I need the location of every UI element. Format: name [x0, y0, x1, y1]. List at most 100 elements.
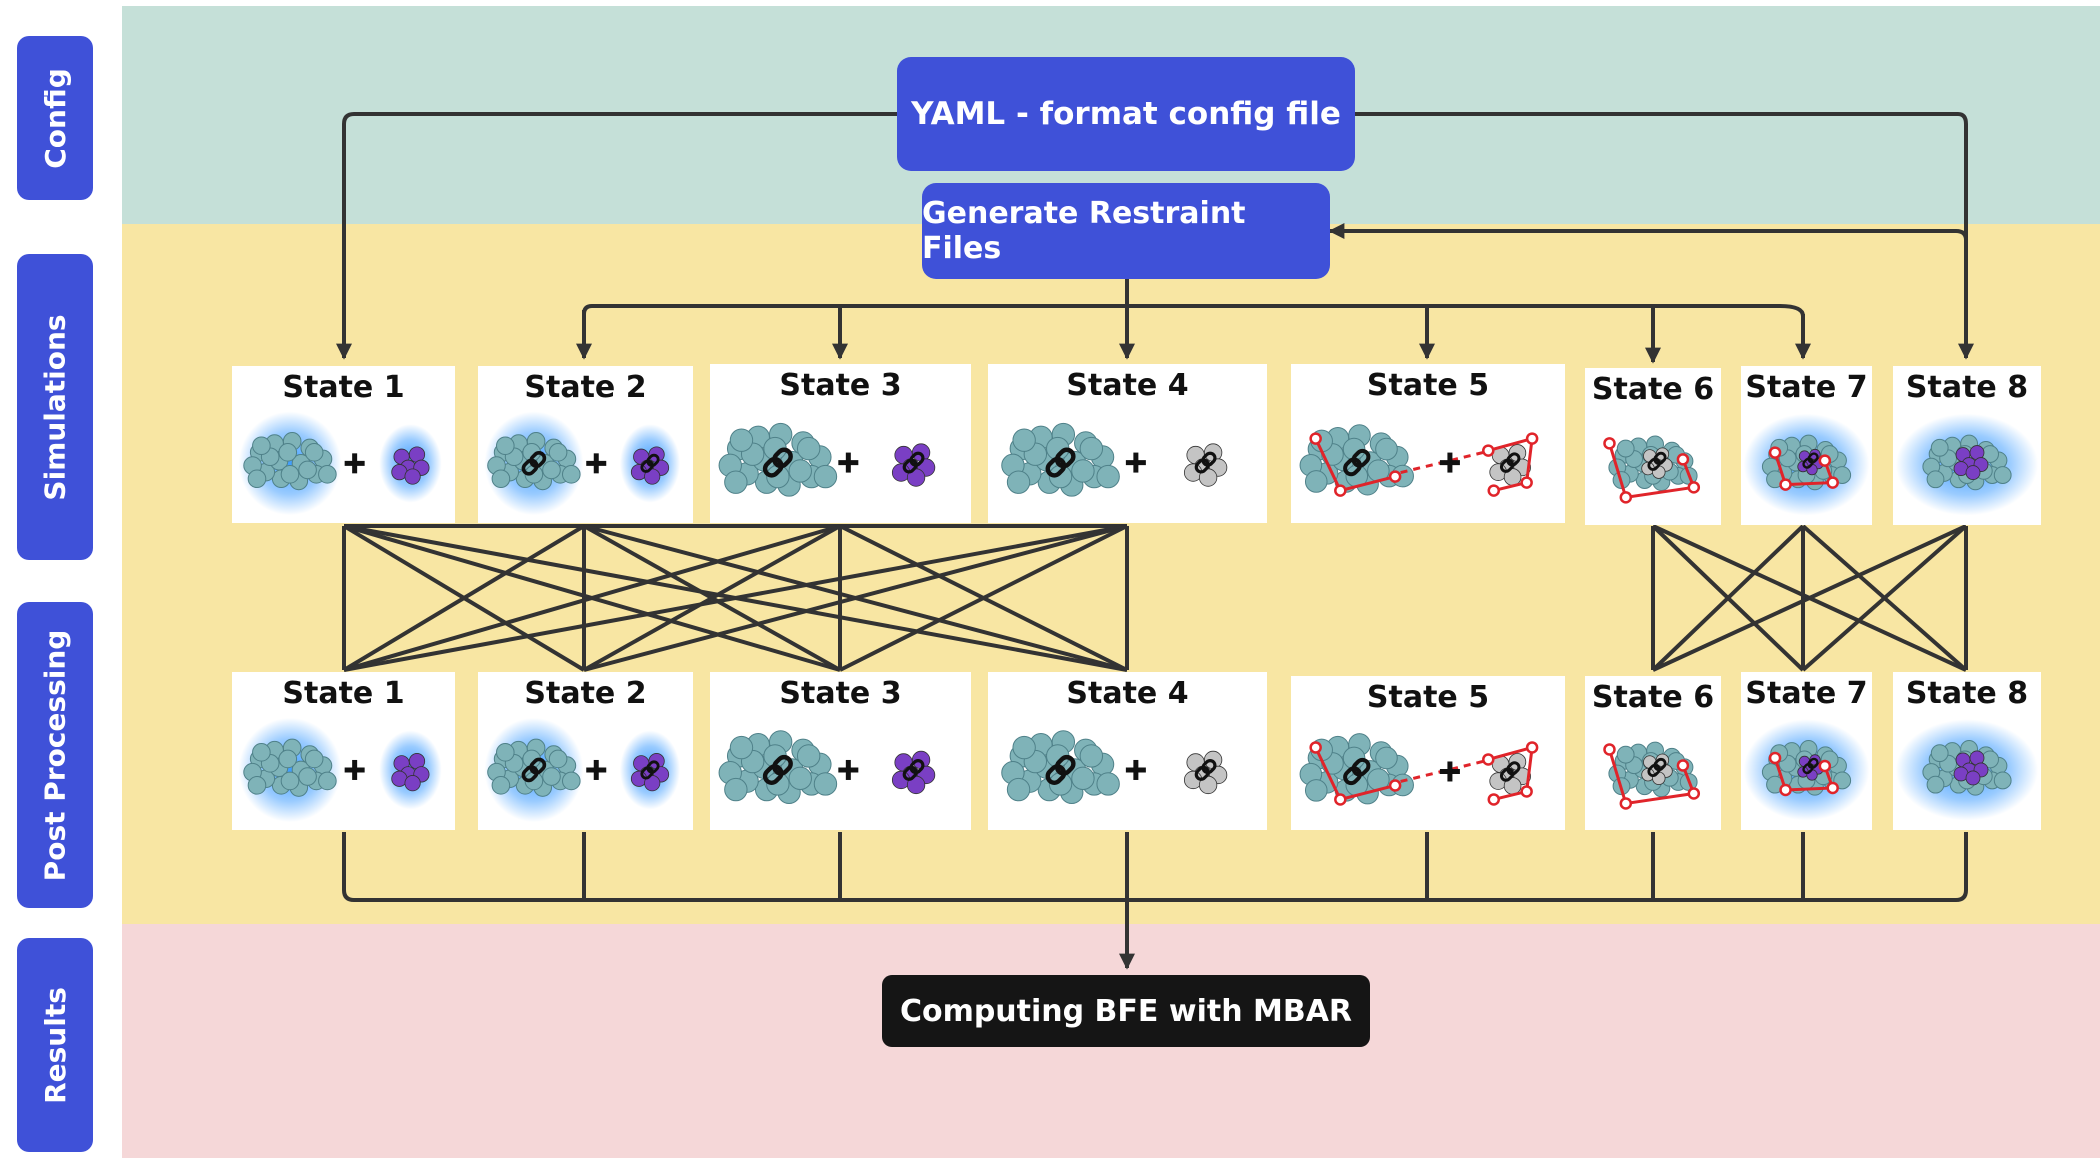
protein-ghost-ligand-restrained-icon	[1001, 422, 1228, 497]
ligand-icon	[1953, 445, 1989, 480]
ligand-icon	[391, 446, 430, 485]
protein-ligand-solvated-restrained-icon	[484, 411, 681, 516]
boresch-restraint-icon	[1309, 432, 1402, 497]
chain-link-icon	[1499, 761, 1521, 782]
chain-link-icon	[640, 453, 660, 473]
protein-icon	[1001, 422, 1120, 497]
boresch-restraint-icon	[1768, 751, 1839, 797]
chain-link-icon	[1802, 452, 1819, 469]
cross-evaluation-group-b	[1651, 524, 1968, 672]
plus-icon	[1125, 759, 1146, 780]
chain-link-icon	[762, 447, 793, 478]
chain-link-icon	[1045, 447, 1076, 478]
complex-ghost-ligand-boresch-restraint-icon	[1603, 741, 1701, 810]
protein-ligand-restrained-icon	[718, 730, 936, 805]
post-state-card: State 6	[1585, 676, 1721, 830]
chain-link-icon	[1499, 452, 1521, 473]
state-title: State 2	[524, 370, 647, 405]
plus-icon	[838, 452, 859, 473]
plus-icon	[1439, 452, 1460, 473]
state-title: State 3	[779, 676, 902, 711]
chain-link-icon	[1194, 451, 1217, 474]
simulation-state-card: State 8	[1893, 366, 2041, 525]
lane-label-simulations: Simulations	[17, 254, 93, 560]
boresch-restraint-icon	[1603, 437, 1701, 504]
state-title: State 3	[779, 368, 902, 403]
chain-link-icon	[1045, 754, 1076, 785]
ligand-icon	[1953, 750, 1989, 786]
state-title: State 1	[282, 370, 405, 405]
compute-bfe-node: Computing BFE with MBAR	[882, 975, 1370, 1047]
protein-ligand-solvated-restrained-icon	[484, 717, 681, 823]
protein-icon	[243, 738, 337, 797]
complex-ligand-solvated-boresch-restraint-icon	[1743, 719, 1870, 821]
post-state-card: State 7	[1741, 672, 1872, 830]
protein-icon	[1299, 733, 1414, 805]
state-title: State 7	[1745, 676, 1868, 711]
generate-restraints-node: Generate Restraint Files	[922, 183, 1330, 279]
chain-link-icon	[640, 760, 660, 780]
plus-icon	[344, 453, 365, 474]
simulation-state-card: State 4	[988, 364, 1267, 523]
protein-ligand-restrained-icon	[718, 422, 936, 497]
complex-ligand-solvated-boresch-restraint-icon	[1743, 413, 1870, 516]
state-title: State 8	[1905, 676, 2029, 711]
complex-ghost-ligand-boresch-restraint-icon	[1603, 435, 1701, 504]
protein-icon	[243, 432, 337, 491]
state-title: State 6	[1591, 680, 1715, 715]
plus-icon	[586, 453, 607, 474]
lane-label-post-processing: Post Processing	[17, 602, 93, 908]
ligand-icon	[391, 753, 430, 792]
complex-solvated-icon	[1895, 413, 2039, 516]
post-state-card: State 8	[1893, 672, 2041, 830]
lane-label-results: Results	[17, 938, 93, 1152]
boresch-restraint-icon	[1482, 432, 1539, 497]
post-state-card: State 4	[988, 672, 1267, 830]
boresch-restraint-icon	[1603, 743, 1701, 810]
protein-ghost-ligand-restrained-icon	[1001, 730, 1228, 805]
protein-ghost-ligand-boresch-restraint-icon	[1299, 424, 1539, 497]
protein-icon	[1001, 730, 1120, 805]
simulation-state-card: State 2	[478, 366, 693, 523]
protein-icon	[718, 730, 838, 805]
post-state-card: State 3	[710, 672, 971, 830]
config-file-node: YAML - format config file	[897, 57, 1355, 171]
simulation-state-card: State 6	[1585, 368, 1721, 525]
chain-link-icon	[762, 754, 793, 785]
state-title: State 1	[282, 676, 405, 711]
chain-link-icon	[1647, 757, 1667, 778]
config-file-node-label: YAML - format config file	[911, 96, 1341, 132]
chain-link-icon	[902, 451, 925, 474]
chain-link-icon	[1343, 448, 1371, 477]
protein-ligand-solvated-icon	[238, 717, 442, 823]
state-title: State 4	[1066, 676, 1189, 711]
state-title: State 2	[524, 676, 647, 711]
state-title: State 4	[1066, 368, 1189, 403]
chain-link-icon	[1647, 451, 1667, 471]
plus-icon	[838, 759, 859, 780]
plus-icon	[344, 759, 365, 780]
chain-link-icon	[902, 759, 925, 781]
compute-bfe-node-label: Computing BFE with MBAR	[899, 993, 1353, 1029]
protein-ghost-ligand-boresch-restraint-icon	[1299, 733, 1539, 806]
chain-link-icon	[1194, 759, 1217, 781]
plus-icon	[1125, 452, 1146, 473]
complex-solvated-icon	[1895, 719, 2039, 821]
lane-label-config: Config	[17, 36, 93, 200]
post-state-card: State 2	[478, 672, 693, 830]
cross-evaluation-group-a	[342, 524, 1129, 672]
state-title: State 7	[1745, 370, 1868, 405]
generate-restraints-node-label: Generate Restraint Files	[922, 196, 1246, 266]
simulation-state-card: State 7	[1741, 366, 1872, 525]
chain-link-icon	[521, 451, 547, 476]
plus-icon	[586, 759, 607, 780]
post-state-card: State 5	[1291, 676, 1565, 830]
chain-link-icon	[1343, 757, 1371, 786]
state8-to-restraints-arrow	[1328, 223, 1968, 241]
plus-icon	[1439, 761, 1460, 782]
post-collection-bus	[342, 832, 1968, 902]
post-state-card: State 1	[232, 672, 455, 830]
simulation-state-card: State 1	[232, 366, 455, 523]
restraints-distribution-bus	[582, 278, 1805, 317]
